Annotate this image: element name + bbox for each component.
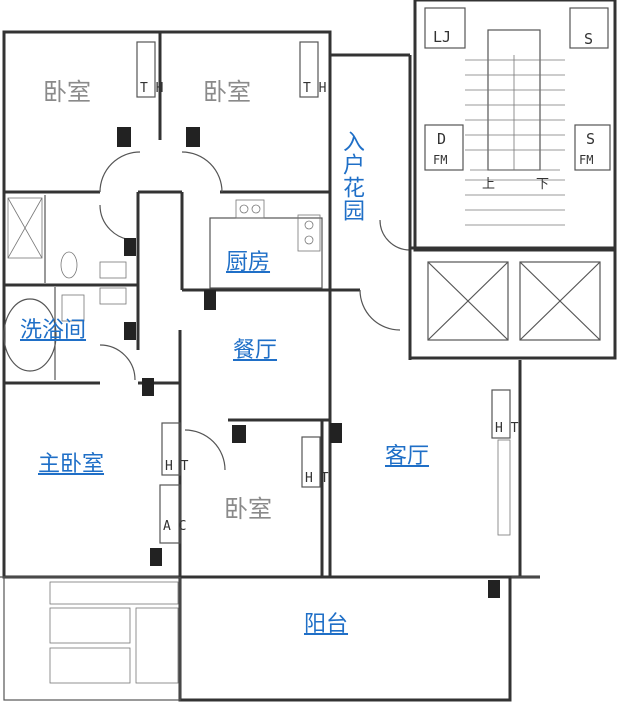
- room-label-living-room[interactable]: 客厅: [385, 444, 430, 469]
- living-room-window: [497, 439, 511, 536]
- elevators: [408, 246, 617, 360]
- outlet-markers: T H T H H T H T H T A C: [136, 41, 519, 544]
- stair-label-fm-left: FM: [433, 153, 448, 167]
- balcony-grid: [49, 581, 179, 684]
- stair-label-up: 上: [482, 177, 496, 192]
- outlet-th-5: H T: [495, 421, 519, 436]
- stair-label-lj: LJ: [433, 28, 452, 46]
- bathroom-fixtures: [3, 197, 127, 372]
- interior-walls: [4, 32, 330, 577]
- stair-label-fm-right: FM: [579, 153, 594, 167]
- outlet-th-2: T H: [303, 81, 326, 96]
- radiators: [117, 127, 500, 598]
- kitchen-counter: [209, 199, 323, 289]
- stair-label-s-top: S: [584, 30, 594, 48]
- room-label-bedroom-a: 卧室: [43, 78, 91, 106]
- room-label-balcony[interactable]: 阳台: [304, 612, 349, 637]
- room-label-dining[interactable]: 餐厅: [233, 338, 278, 363]
- room-label-kitchen[interactable]: 厨房: [226, 250, 271, 275]
- room-label-master-bedroom[interactable]: 主卧室: [38, 452, 105, 477]
- ac-marker: A C: [163, 519, 186, 534]
- stairwell: [413, 0, 617, 252]
- room-label-bathroom[interactable]: 洗浴间: [20, 318, 87, 343]
- stair-label-down: 下: [536, 177, 550, 192]
- stair-label-d: D: [437, 130, 447, 148]
- room-label-bedroom-b: 卧室: [203, 78, 251, 106]
- door-swings: [99, 151, 411, 471]
- room-label-bedroom-c: 卧室: [224, 495, 272, 523]
- outlet-th-3: H T: [165, 459, 189, 474]
- exterior-walls: [0, 30, 540, 702]
- outlet-th-4: H T: [305, 471, 329, 486]
- room-label-entrance-garden[interactable]: 入户花园: [339, 130, 364, 222]
- stair-label-s-mid: S: [586, 130, 596, 148]
- outlet-th-1: T H: [140, 81, 163, 96]
